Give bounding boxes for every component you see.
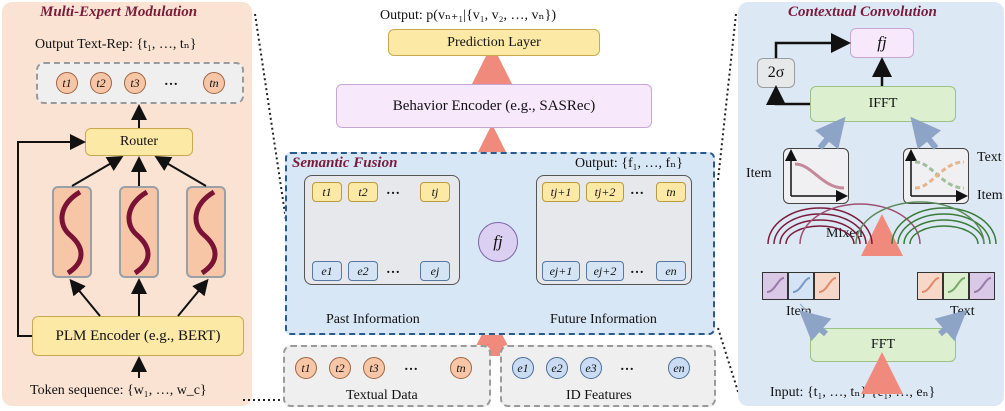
ellipsis: … [620,359,634,374]
future-id-token: en [656,261,686,281]
ellipsis: … [404,359,418,374]
future-id-token: ej+2 [586,261,624,281]
prediction-layer-box: Prediction Layer [388,29,600,56]
past-text-token: tj [420,182,450,202]
past-id-token: e1 [312,261,342,281]
ellipsis: … [630,183,644,198]
future-text-token: tj+2 [586,182,624,202]
token: en [668,357,690,379]
item-right-label: Item [977,188,1003,203]
fusion-center-node: fj [478,222,518,262]
contextual-convolution-title: Contextual Convolution [788,4,937,20]
semantic-fusion-title: Semantic Fusion [292,155,398,171]
token: t3 [124,72,146,94]
token: t1 [56,72,78,94]
past-id-token: e2 [348,261,378,281]
ellipsis: … [164,74,178,89]
future-text-token: tj+1 [542,182,580,202]
token: e2 [546,357,568,379]
token: tn [203,72,225,94]
textual-data-label: Textual Data [346,388,418,403]
expert-3 [186,186,226,278]
past-text-token: t2 [348,182,378,202]
output-text-rep-label: Output Text-Rep: {t₁, …, tₙ} [35,37,197,52]
ellipsis: … [386,183,400,198]
token: t2 [90,72,112,94]
past-information-label: Past Information [326,312,420,327]
token: t3 [363,357,385,379]
ifft-box: IFFT [810,86,956,122]
prediction-output-label: Output: p(vₙ₊₁|{v₁, v₂, …, vₙ}) [380,8,556,23]
multi-expert-title: Multi-Expert Modulation [40,4,198,20]
behavior-encoder-box: Behavior Encoder (e.g., SASRec) [336,84,652,128]
expert-1 [52,186,92,278]
fusion-output-label: Output: {f₁, …, fₙ} [575,156,683,171]
item-left-label: Item [746,166,772,181]
token: e1 [512,357,534,379]
past-id-token: ej [420,261,450,281]
router-box: Router [85,128,193,156]
past-text-token: t1 [312,182,342,202]
future-text-token: tn [656,182,686,202]
text-right-label: Text [977,150,1002,165]
expert-2 [119,186,159,278]
token: e3 [580,357,602,379]
token: t2 [329,357,351,379]
ellipsis: … [630,262,644,277]
future-id-token: ej+1 [542,261,580,281]
token-sequence-label: Token sequence: {w₁, …, w_c} [30,383,207,398]
sigma-box: 2σ [757,58,795,88]
token: t1 [295,357,317,379]
token: tn [450,357,472,379]
ellipsis: … [386,262,400,277]
future-information-label: Future Information [550,312,657,327]
id-features-label: ID Features [566,388,632,403]
plm-encoder-box: PLM Encoder (e.g., BERT) [32,316,244,356]
